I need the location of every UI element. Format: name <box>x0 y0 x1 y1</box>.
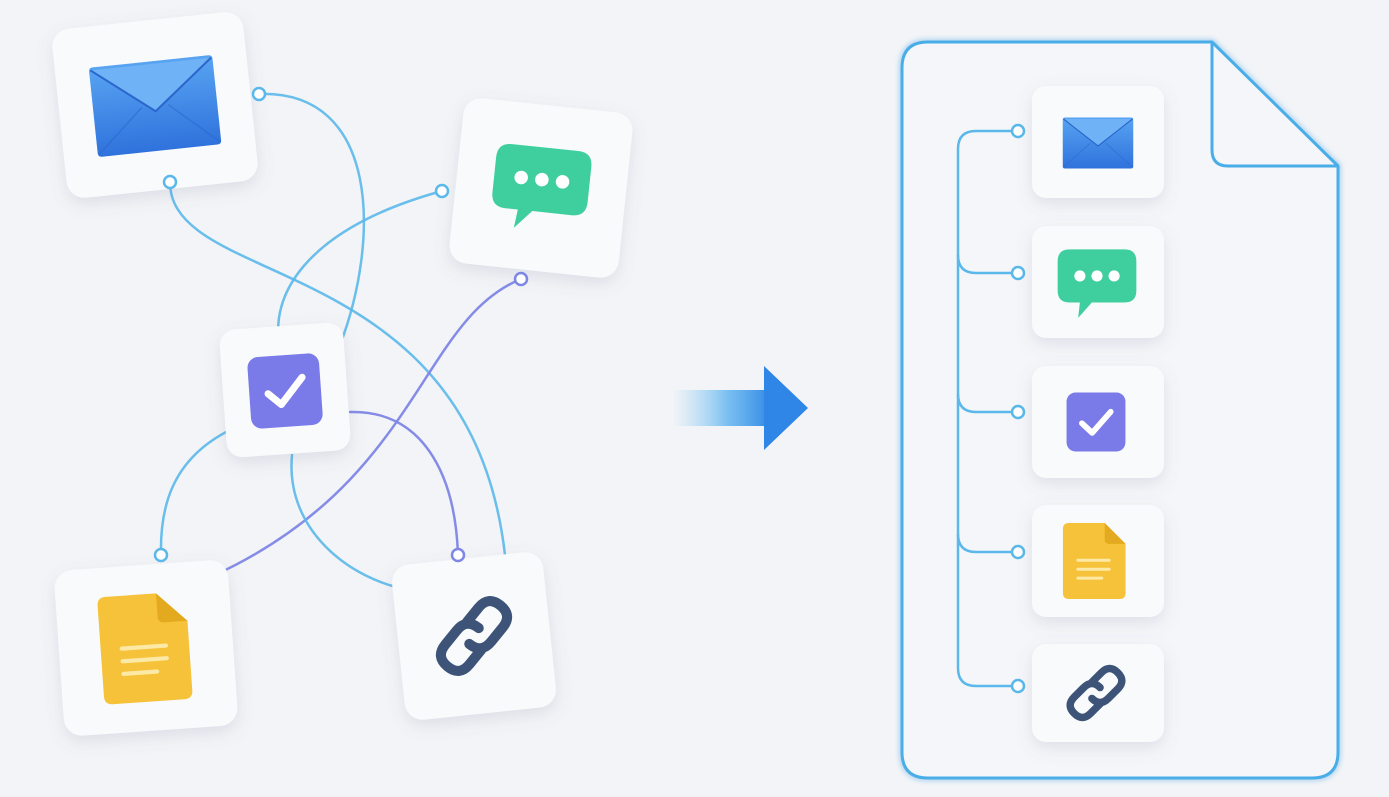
endpoint-dot <box>1010 678 1026 694</box>
envelope-icon <box>1062 116 1134 170</box>
arrow-right-icon <box>672 366 808 450</box>
envelope-icon <box>87 53 223 159</box>
endpoint-dot <box>1010 544 1026 560</box>
left-cluster <box>52 12 633 736</box>
connector-chat-to-document <box>213 277 523 577</box>
endpoint-dot <box>1010 265 1026 281</box>
task-node <box>219 322 351 458</box>
chat-node <box>449 98 633 278</box>
endpoint-dot <box>513 271 529 287</box>
link-node <box>392 552 556 720</box>
connector-task-to-link-b <box>348 410 460 557</box>
connector-endpoints <box>153 86 529 563</box>
link-item <box>1032 644 1164 742</box>
tree-connectors <box>956 129 1018 688</box>
connector-email-to-link <box>168 180 507 557</box>
endpoint-dot <box>251 86 267 102</box>
endpoint-dot <box>1010 123 1026 139</box>
endpoint-dot <box>162 174 178 190</box>
connector-email-to-task <box>257 92 366 347</box>
document-node <box>54 560 238 736</box>
endpoint-dot <box>434 183 450 199</box>
connector-task-to-document <box>159 428 232 557</box>
tangled-connectors <box>159 92 523 592</box>
checkbox-icon <box>1067 393 1126 452</box>
email-node <box>52 12 258 198</box>
endpoint-dot <box>153 547 169 563</box>
checkbox-icon <box>247 353 324 430</box>
tree-endpoints <box>1010 123 1026 694</box>
document-item <box>1032 505 1164 617</box>
organized-page <box>900 40 1340 780</box>
endpoint-dot <box>1010 404 1026 420</box>
email-item <box>1032 86 1164 198</box>
chat-item <box>1032 226 1164 338</box>
task-item <box>1032 366 1164 478</box>
endpoint-dot <box>450 547 466 563</box>
connector-task-to-link-a <box>290 453 412 592</box>
